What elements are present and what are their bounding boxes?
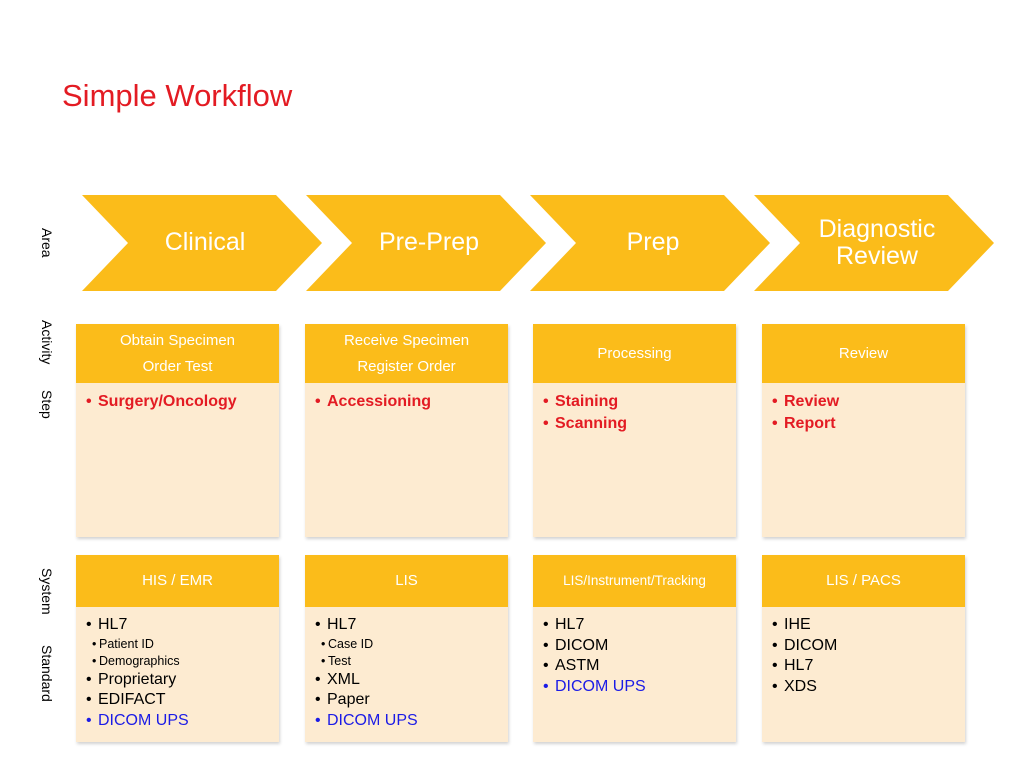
standard-item: •Paper [315,691,370,708]
label-step: Step [39,390,55,419]
activity-header: Receive Specimen Register Order [305,324,508,383]
standard-item: •HL7 [543,616,585,633]
standard-item: •DICOM [772,636,838,654]
standard-item: •DICOM UPS [543,677,646,695]
step-item: •Surgery/Oncology [86,393,237,410]
system-card-his-emr: HIS / EMR •HL7 •Patient ID •Demographics… [76,555,279,742]
area-label-clinical: Clinical [164,228,246,257]
system-header: LIS [305,555,508,607]
standard-subitem: •Patient ID [92,636,154,651]
activity-card-diagnostic-review: Review •Review •Report [762,324,965,537]
standard-item: •EDIFACT [86,691,166,708]
standard-item: •HL7 [772,657,814,674]
area-label-diagnostic-review: Diagnostic Review [787,195,967,291]
step-item: •Report [772,415,836,432]
activity-line: Receive Specimen [343,331,470,349]
activity-line: Order Test [142,357,213,375]
system-card-lis: LIS •HL7 •Case ID •Test •XML •Paper •DIC… [305,555,508,742]
area-label-pre-prep: Pre-Prep [378,228,480,257]
activity-line: Review [838,344,889,362]
system-card-lis-pacs: LIS / PACS •IHE •DICOM •HL7 •XDS [762,555,965,742]
system-header: LIS / PACS [762,555,965,607]
label-area: Area [39,228,55,258]
label-system: System [39,568,55,615]
chevron-diagnostic-review [754,195,994,291]
step-item: •Accessioning [315,393,432,410]
standard-item: •HL7 [315,616,357,633]
step-item: •Review [772,393,840,410]
standard-item: •DICOM [543,636,609,654]
step-item: •Staining [543,393,619,410]
standard-body: •HL7 •Case ID •Test •XML •Paper •DICOM U… [305,607,508,742]
activity-header: Obtain Specimen Order Test [76,324,279,383]
activity-card-pre-prep: Receive Specimen Register Order •Accessi… [305,324,508,537]
area-label-prep: Prep [626,228,680,257]
standard-item: •Proprietary [86,670,177,688]
standard-body: •IHE •DICOM •HL7 •XDS [762,607,965,742]
chevron-pre-prep [306,195,546,291]
standard-body: •HL7 •DICOM •ASTM •DICOM UPS [533,607,736,742]
activity-card-prep: Processing •Staining •Scanning [533,324,736,537]
standard-item: •DICOM UPS [315,711,418,729]
activity-line: Processing [597,344,672,362]
step-body: •Staining •Scanning [533,383,736,537]
system-header: LIS/Instrument/Tracking [533,555,736,607]
activity-card-clinical: Obtain Specimen Order Test •Surgery/Onco… [76,324,279,537]
step-item: •Scanning [543,415,628,432]
activity-line: Register Order [357,357,456,375]
standard-item: •XML [315,670,360,688]
page-title: Simple Workflow [62,78,293,113]
area-chevrons [82,195,994,291]
activity-header: Review [762,324,965,383]
standard-item: •IHE [772,616,811,633]
chevron-clinical [82,195,322,291]
system-header: HIS / EMR [76,555,279,607]
standard-subitem: •Case ID [321,636,374,651]
standard-item: •XDS [772,677,817,695]
standard-item: •DICOM UPS [86,711,189,729]
area-label-diagnostic-review-text: Diagnostic Review [818,214,936,270]
standard-subitem: •Test [321,653,351,668]
activity-header: Processing [533,324,736,383]
standard-body: •HL7 •Patient ID •Demographics •Propriet… [76,607,279,742]
standard-item: •HL7 [86,616,128,633]
label-standard: Standard [39,645,55,702]
standard-subitem: •Demographics [92,653,180,668]
system-card-lis-instrument-tracking: LIS/Instrument/Tracking •HL7 •DICOM •AST… [533,555,736,742]
step-body: •Review •Report [762,383,965,537]
step-body: •Accessioning [305,383,508,537]
label-activity: Activity [39,320,55,365]
chevron-prep [530,195,770,291]
standard-item: •ASTM [543,657,600,674]
step-body: •Surgery/Oncology [76,383,279,537]
activity-line: Obtain Specimen [119,331,236,349]
